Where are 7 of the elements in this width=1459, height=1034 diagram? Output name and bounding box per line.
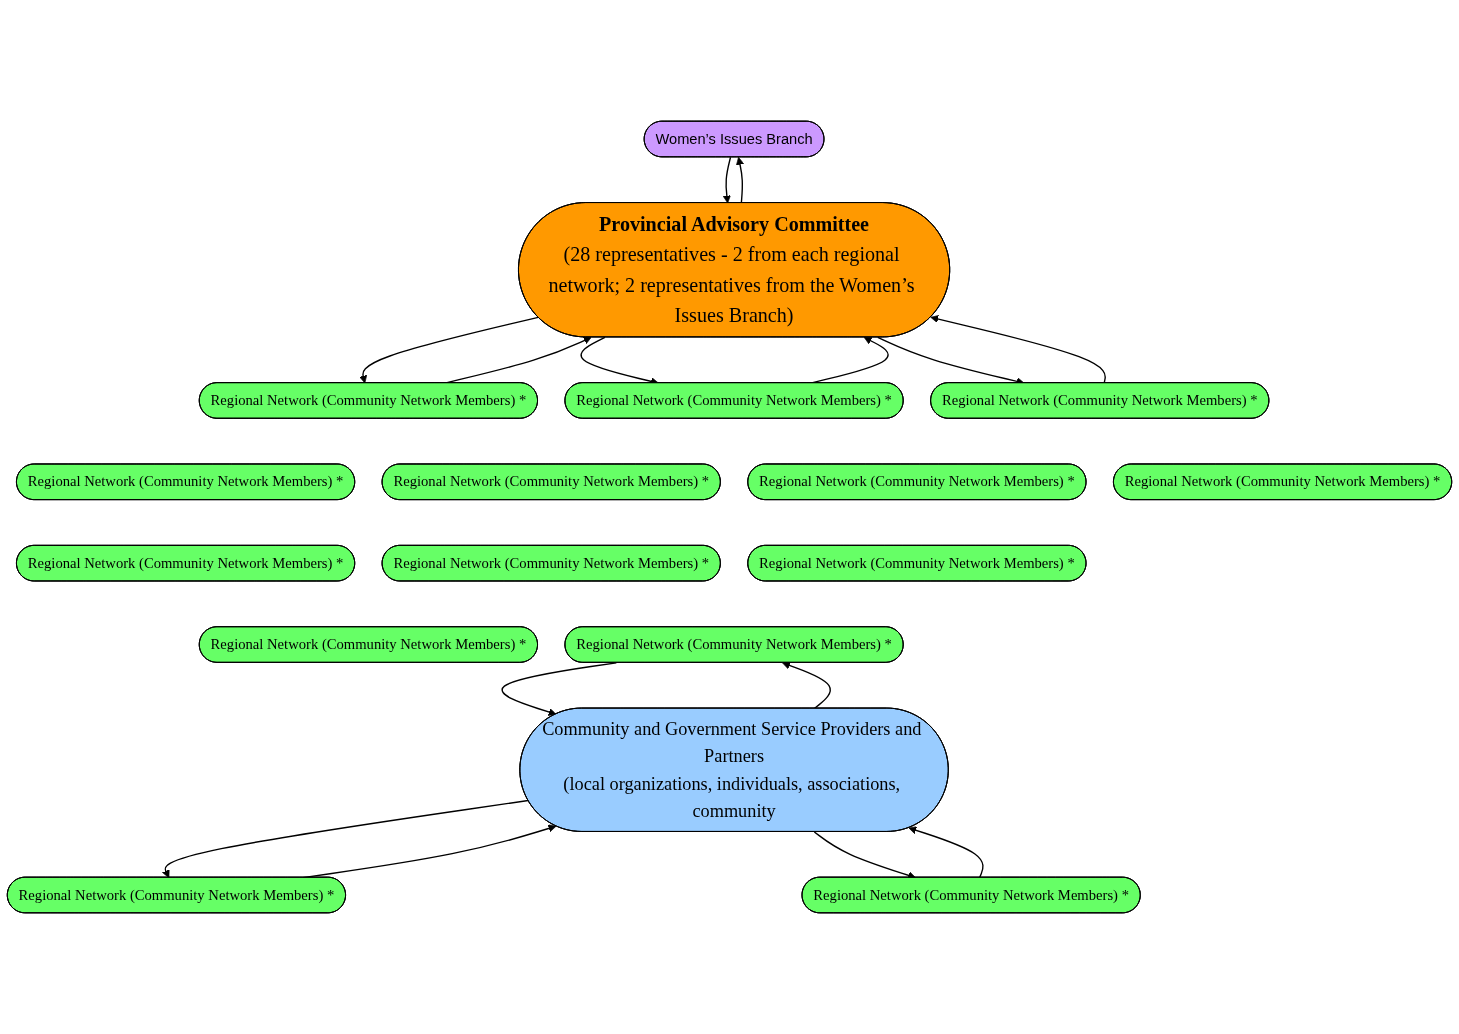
arrow (736, 156, 744, 204)
arrow (162, 799, 529, 878)
arrow (782, 661, 831, 710)
arrow (908, 826, 984, 879)
arrow (722, 156, 732, 204)
arrow (359, 316, 539, 384)
arrow (930, 315, 1106, 384)
